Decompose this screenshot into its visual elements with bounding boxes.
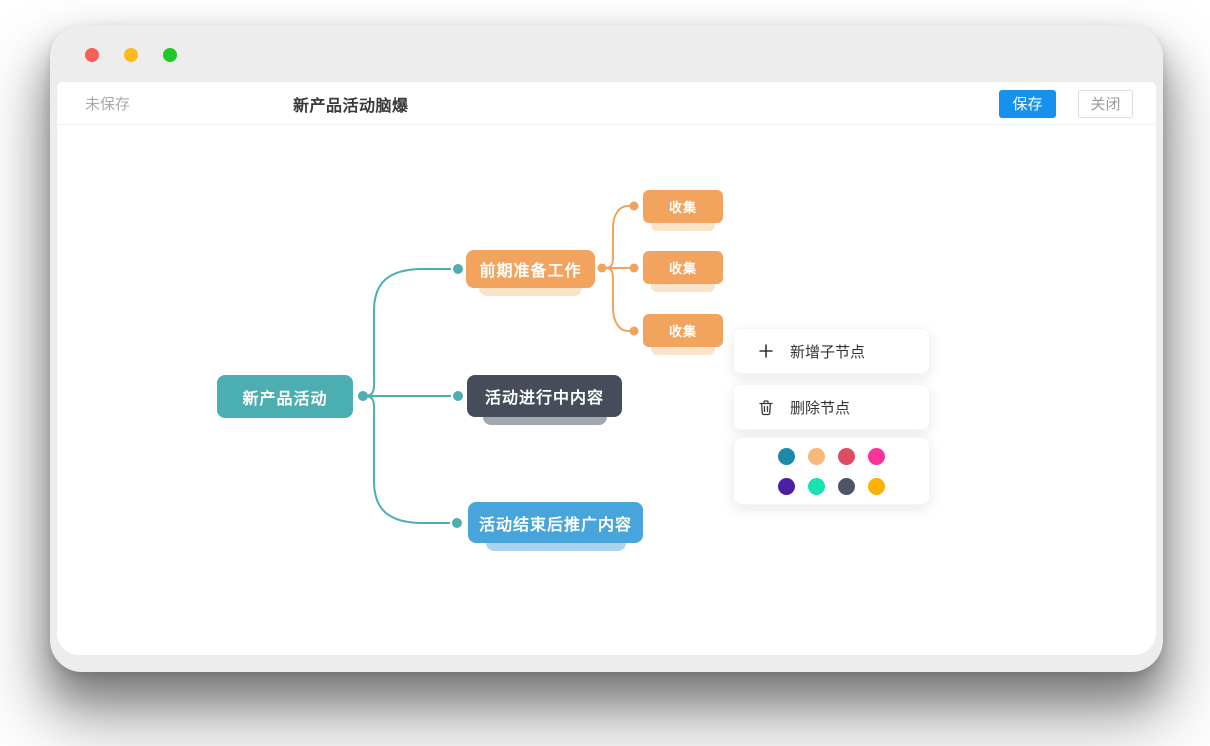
color-swatch[interactable] bbox=[838, 477, 855, 495]
mindmap-node-leaf: 收集 bbox=[643, 190, 723, 231]
menu-item-label: 新增子节点 bbox=[790, 343, 866, 361]
palette-row bbox=[778, 477, 885, 495]
mindmap-node-label[interactable]: 活动进行中内容 bbox=[467, 375, 622, 417]
close-window-icon[interactable] bbox=[85, 48, 99, 62]
maximize-window-icon[interactable] bbox=[163, 48, 177, 62]
mindmap-node-branch: 前期准备工作 bbox=[466, 250, 595, 296]
close-button[interactable]: 关闭 bbox=[1078, 89, 1133, 118]
connector-lines bbox=[358, 201, 639, 528]
mindmap-node-label[interactable]: 收集 bbox=[643, 251, 723, 284]
mindmap-node-root: 新产品活动 bbox=[217, 375, 353, 418]
mindmap-node-leaf: 收集 bbox=[643, 314, 723, 355]
trash-icon bbox=[758, 399, 774, 416]
app-content: 未保存 新产品活动脑爆 保存 关闭 bbox=[57, 82, 1156, 655]
mindmap-node-label[interactable]: 收集 bbox=[643, 190, 723, 223]
header-bar: 未保存 新产品活动脑爆 保存 关闭 bbox=[57, 82, 1156, 125]
delete-node-item[interactable]: 删除节点 bbox=[734, 385, 929, 429]
mindmap-node-label[interactable]: 收集 bbox=[643, 314, 723, 347]
menu-item-label: 删除节点 bbox=[790, 399, 851, 417]
color-swatch[interactable] bbox=[778, 447, 795, 465]
mindmap-node-leaf: 收集 bbox=[643, 251, 723, 292]
context-menu-add-child: 新增子节点 bbox=[733, 328, 930, 374]
window-controls bbox=[85, 48, 177, 62]
mindmap-node-label[interactable]: 活动结束后推广内容 bbox=[468, 502, 643, 543]
palette-row bbox=[778, 447, 885, 465]
color-palette bbox=[734, 438, 929, 504]
minimize-window-icon[interactable] bbox=[124, 48, 138, 62]
header-actions: 保存 关闭 bbox=[999, 82, 1133, 125]
app-window: 未保存 新产品活动脑爆 保存 关闭 bbox=[50, 25, 1163, 672]
save-status: 未保存 bbox=[85, 95, 131, 113]
save-button[interactable]: 保存 bbox=[999, 89, 1056, 118]
color-swatch[interactable] bbox=[868, 447, 885, 465]
color-swatch[interactable] bbox=[868, 477, 885, 495]
add-child-node-item[interactable]: 新增子节点 bbox=[734, 329, 929, 373]
color-swatch[interactable] bbox=[808, 447, 825, 465]
page-title: 新产品活动脑爆 bbox=[293, 97, 409, 115]
color-swatch[interactable] bbox=[808, 477, 825, 495]
plus-icon bbox=[758, 343, 774, 360]
color-swatch[interactable] bbox=[838, 447, 855, 465]
context-menu-delete: 删除节点 bbox=[733, 384, 930, 430]
context-menu-color-palette bbox=[733, 437, 930, 505]
mindmap-node-label[interactable]: 前期准备工作 bbox=[466, 250, 595, 288]
mindmap-node-root-label[interactable]: 新产品活动 bbox=[217, 375, 353, 418]
mindmap-node-branch: 活动进行中内容 bbox=[467, 375, 622, 425]
mindmap-node-branch: 活动结束后推广内容 bbox=[468, 502, 643, 551]
color-swatch[interactable] bbox=[778, 477, 795, 495]
mindmap-canvas[interactable]: 新产品活动 前期准备工作 活动进行中内容 活动结束后推广内容 收集 bbox=[57, 125, 1156, 655]
